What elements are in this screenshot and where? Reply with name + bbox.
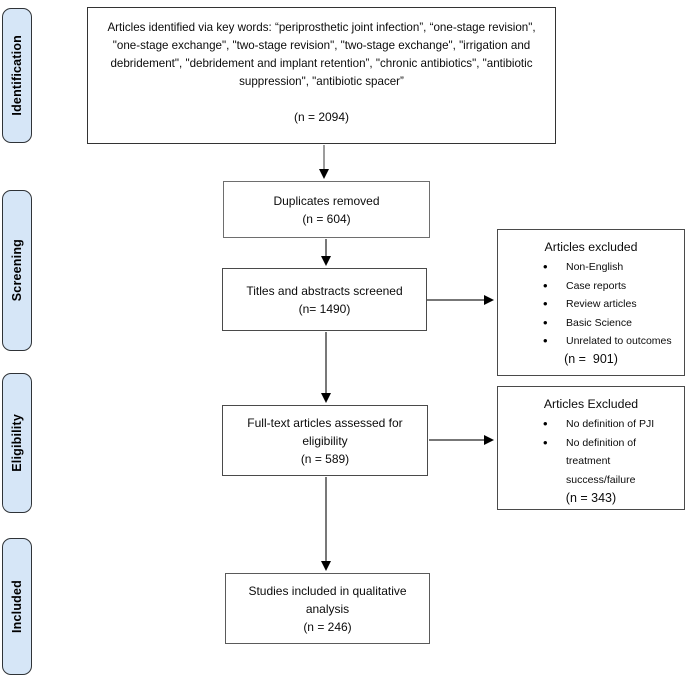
box-studies-included: Studies included in qualitative analysis… (225, 573, 430, 644)
box-titles-abstracts-screened: Titles and abstracts screened (n= 1490) (222, 268, 427, 331)
box-text: Studies included in qualitative analysis (248, 583, 407, 616)
stage-label: Identification (10, 35, 24, 116)
box-count: (n = 901) (564, 352, 618, 367)
box-text: Titles and abstracts screened (246, 283, 403, 298)
stage-label: Included (10, 580, 24, 633)
box-count: (n = 2094) (293, 110, 350, 125)
exclusion-reason: No definition of PJI (540, 415, 674, 434)
box-fulltext-assessed: Full-text articles assessed for eligibil… (222, 405, 428, 476)
stage-label: Eligibility (10, 414, 24, 472)
stage-screening: Screening (2, 190, 32, 351)
exclusion-reason: No definition of treatment success/failu… (540, 434, 674, 489)
box-duplicates-removed: Duplicates removed (n = 604) (223, 181, 430, 238)
box-count: (n = 246) (303, 619, 352, 634)
box-text: Articles identified via key words: “peri… (107, 21, 536, 89)
stage-eligibility: Eligibility (2, 373, 32, 513)
exclusion-reason: Case reports (540, 277, 674, 296)
box-count: (n = 604) (302, 211, 351, 226)
box-articles-excluded-screening: Articles excluded Non-English Case repor… (497, 229, 685, 376)
box-title: Articles excluded (544, 240, 638, 254)
box-count: (n= 1490) (298, 301, 351, 316)
exclusion-reason: Basic Science (540, 314, 674, 333)
box-title: Articles Excluded (543, 397, 639, 411)
stage-included: Included (2, 538, 32, 675)
box-count: (n = 589) (300, 451, 350, 466)
exclusion-reason: Unrelated to outcomes (540, 332, 674, 351)
box-count: (n = 343) (565, 490, 617, 505)
box-text: Full-text articles assessed for eligibil… (247, 415, 403, 448)
box-articles-identified: Articles identified via key words: “peri… (87, 7, 556, 144)
box-text: Duplicates removed (273, 193, 380, 208)
exclusion-reasons-list: No definition of PJI No definition of tr… (508, 415, 674, 489)
stage-label: Screening (10, 239, 24, 302)
exclusion-reasons-list: Non-English Case reports Review articles… (508, 258, 674, 350)
exclusion-reason: Non-English (540, 258, 674, 277)
stage-identification: Identification (2, 8, 32, 143)
box-articles-excluded-eligibility: Articles Excluded No definition of PJI N… (497, 386, 685, 510)
exclusion-reason: Review articles (540, 295, 674, 314)
